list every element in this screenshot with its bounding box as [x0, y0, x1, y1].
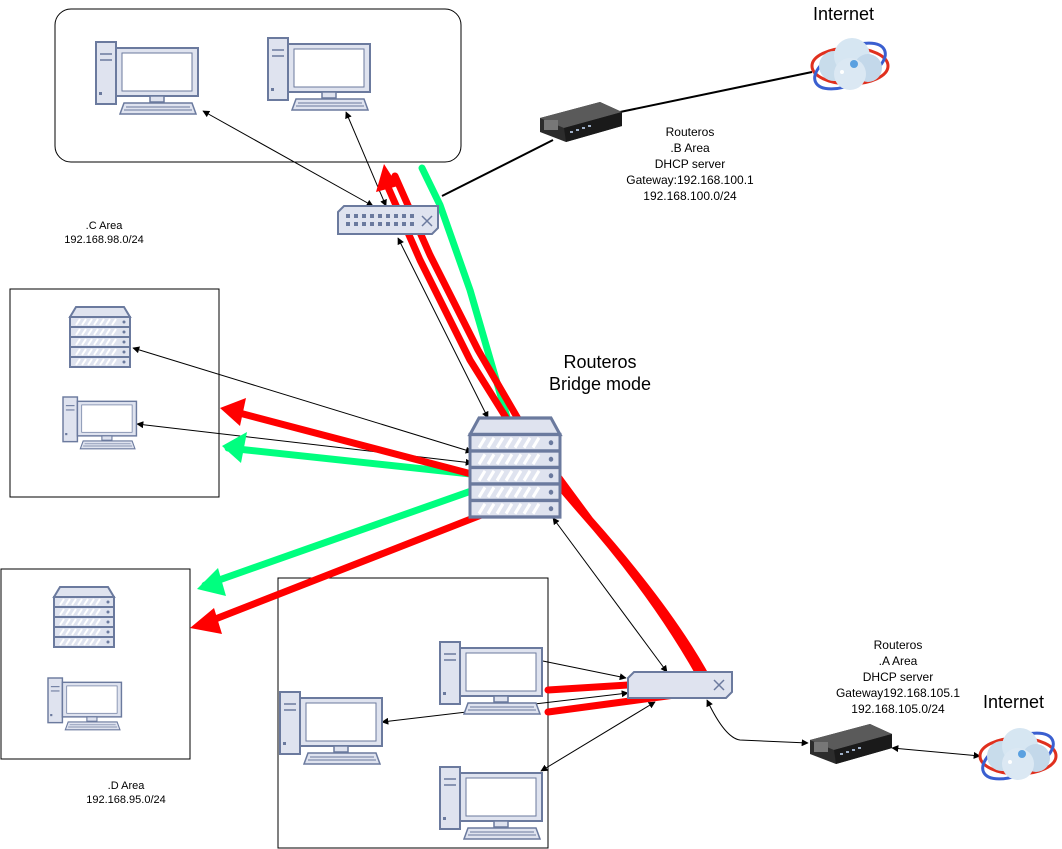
- c-area-line1: .C Area: [85, 220, 123, 232]
- c-area-line2: 192.168.98.0/24: [64, 234, 144, 246]
- server-rack-icon: [69, 306, 131, 368]
- area-box-d: [0, 568, 191, 760]
- desktop-computer-icon: [95, 41, 199, 115]
- desktop-computer-icon: [439, 641, 543, 715]
- arrow-switch-a-router-a: [706, 699, 809, 747]
- bridge-label-line1: Routeros: [563, 352, 637, 372]
- red-arrowheads: [190, 164, 398, 634]
- arrow-server-c-bridge: [132, 346, 473, 454]
- internet-cloud-icon: [806, 32, 894, 100]
- link-switch-router-b: [441, 139, 554, 197]
- d-area-line2: 192.168.95.0/24: [86, 794, 166, 806]
- a-area-line1: Routeros: [873, 638, 923, 652]
- a-area-line3: DHCP server: [862, 670, 934, 684]
- arrow-pc-a3-switch: [540, 701, 656, 772]
- router-icon: [810, 724, 892, 764]
- server-rack-icon: [53, 586, 115, 648]
- network-switch-icon: [627, 671, 733, 699]
- internet-cloud-icon: [974, 722, 1062, 790]
- arrow-bridge-switch-a: [552, 517, 668, 673]
- internet-label-right: Internet: [983, 692, 1045, 712]
- a-area-line2: .A Area: [878, 654, 918, 668]
- b-area-line1: Routeros: [665, 125, 715, 139]
- arrow-pc-a1-switch: [532, 656, 627, 681]
- desktop-computer-icon: [62, 396, 138, 450]
- a-area-line4: Gateway192.168.105.1: [835, 686, 961, 700]
- network-switch-icon: [337, 205, 439, 235]
- b-area-line2: .B Area: [670, 141, 710, 155]
- bridge-server-icon: [468, 416, 562, 519]
- internet-label-top: Internet: [813, 4, 875, 24]
- link-router-b-internet: [619, 71, 813, 113]
- desktop-computer-icon: [267, 37, 371, 111]
- b-area-label: Routeros .B Area DHCP server Gateway:192…: [610, 124, 770, 204]
- bridge-label: Routeros Bridge mode: [536, 351, 664, 395]
- bridge-label-line2: Bridge mode: [548, 374, 652, 394]
- desktop-computer-icon: [47, 677, 123, 731]
- arrow-pc2-switch: [345, 111, 387, 207]
- arrow-router-a-internet: [891, 745, 981, 759]
- b-area-line5: 192.168.100.0/24: [643, 189, 737, 203]
- arrow-switch-bridge: [397, 237, 489, 419]
- desktop-computer-icon: [439, 766, 543, 840]
- arrow-pc1-switch: [202, 110, 374, 207]
- c-area-label: .C Area 192.168.98.0/24: [52, 219, 156, 247]
- a-area-label: Routeros .A Area DHCP server Gateway192.…: [818, 637, 978, 717]
- b-area-line3: DHCP server: [654, 157, 726, 171]
- green-arrowheads: [197, 432, 247, 596]
- d-area-line1: .D Area: [107, 780, 145, 792]
- desktop-computer-icon: [279, 691, 383, 765]
- a-area-line5: 192.168.105.0/24: [851, 702, 945, 716]
- d-area-label: .D Area 192.168.95.0/24: [74, 779, 178, 807]
- b-area-line4: Gateway:192.168.100.1: [626, 173, 754, 187]
